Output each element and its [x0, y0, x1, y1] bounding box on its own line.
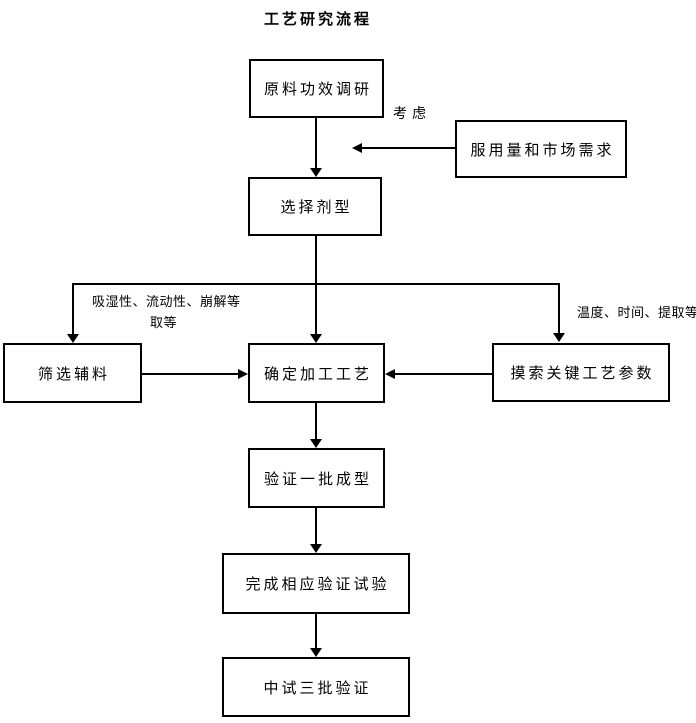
connector-verify-to-tests	[315, 508, 317, 545]
connector-excipients-to-processing	[142, 373, 239, 375]
label-left-branch-line2: 取等	[150, 315, 178, 330]
arrowhead-right-into-processing	[238, 369, 248, 379]
arrowhead-down-into-determine-processing	[310, 334, 322, 343]
connector-top-vertical	[315, 118, 317, 169]
branch-left-vertical	[72, 283, 74, 335]
branch-middle-vertical	[315, 283, 317, 335]
node-determine-processing: 确定加工工艺	[248, 343, 385, 403]
arrowhead-down-into-verify-one-batch	[310, 439, 322, 448]
arrowhead-left-consider	[352, 143, 362, 153]
connector-parameters-to-processing	[395, 373, 492, 375]
node-screen-excipients: 筛选辅料	[3, 343, 142, 403]
label-left-branch-line1: 吸湿性、流动性、崩解等	[92, 294, 241, 309]
node-complete-verification-tests: 完成相应验证试验	[222, 553, 410, 614]
arrowhead-down-into-verification-tests	[310, 544, 322, 553]
node-pilot-three-batches: 中试三批验证	[222, 657, 410, 717]
arrowhead-down-into-select-dosage-form	[310, 168, 322, 177]
arrowhead-down-into-pilot	[310, 648, 322, 657]
node-raw-material-research: 原料功效调研	[249, 59, 384, 118]
connector-dosage-to-branch	[315, 236, 317, 284]
node-dosage-market-demand: 服用量和市场需求	[455, 120, 627, 178]
page-title: 工艺研究流程	[263, 11, 372, 28]
label-right-branch: 温度、时间、提取等	[577, 305, 696, 320]
node-select-dosage-form: 选择剂型	[248, 177, 382, 236]
node-verify-one-batch: 验证一批成型	[248, 448, 385, 508]
connector-consider-horizontal	[362, 147, 455, 149]
node-explore-parameters: 摸索关键工艺参数	[492, 343, 670, 402]
arrowhead-down-into-explore-parameters	[553, 333, 565, 342]
branch-right-vertical	[558, 283, 560, 334]
connector-tests-to-pilot	[315, 614, 317, 649]
arrowhead-down-into-screen-excipients	[67, 334, 79, 343]
label-consider: 考虑	[393, 105, 431, 121]
arrowhead-left-into-processing	[385, 369, 395, 379]
connector-processing-to-verify	[315, 403, 317, 440]
